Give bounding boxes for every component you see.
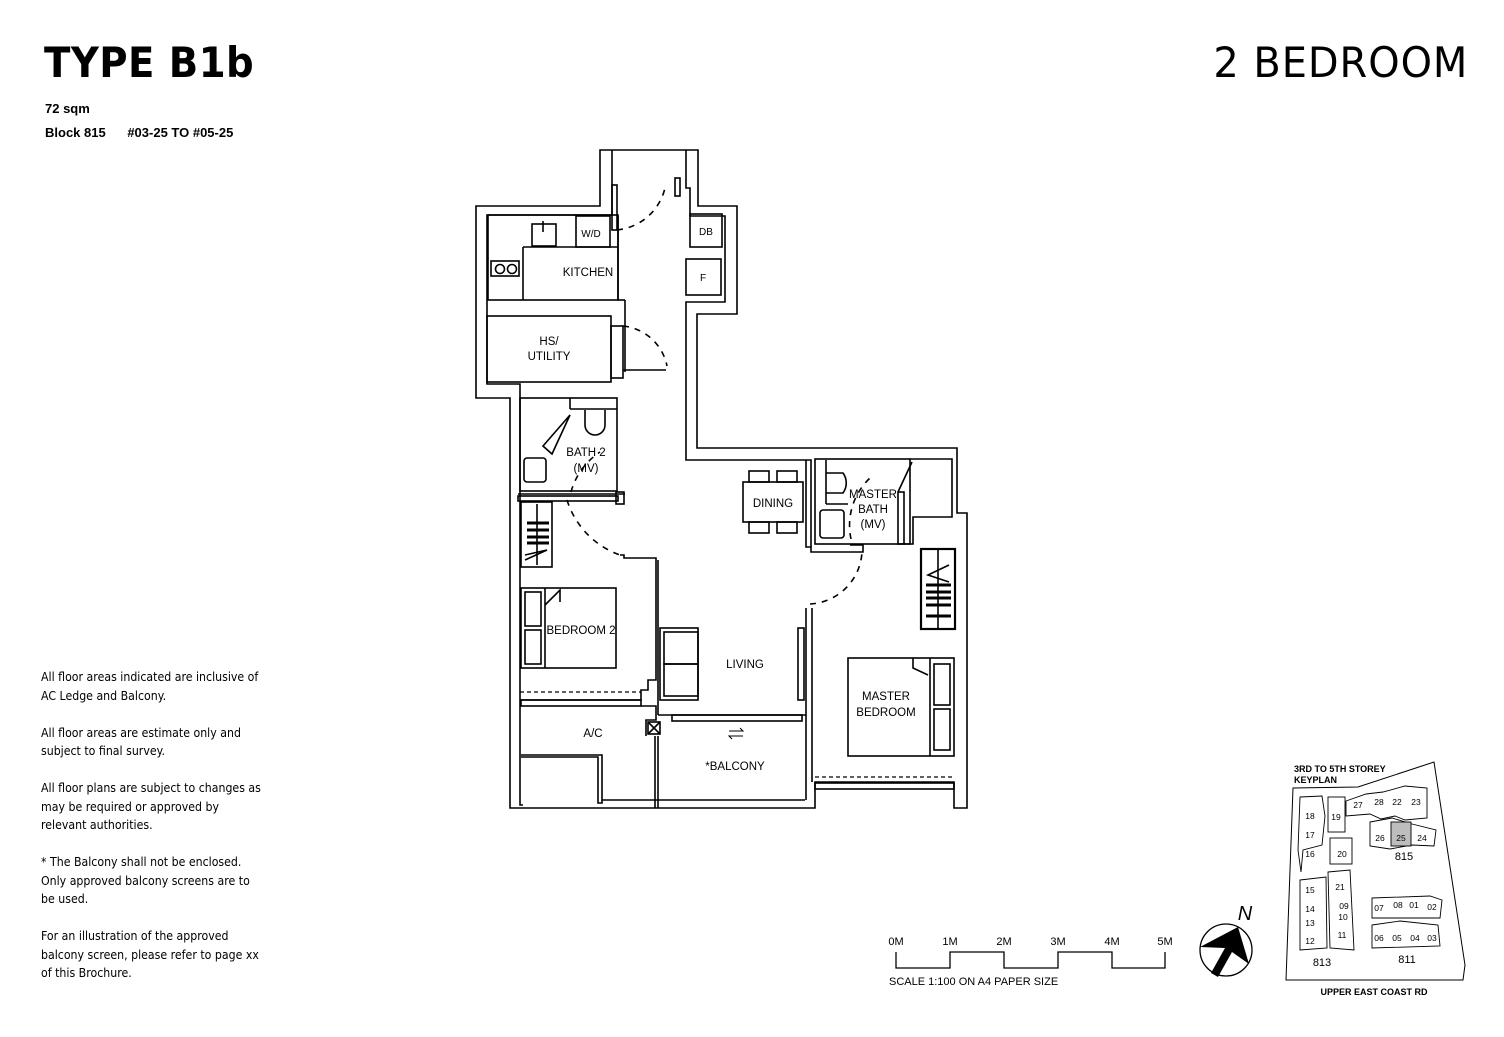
unit-range: #03-25 TO #05-25 xyxy=(127,125,234,140)
keyplan-unit: 07 xyxy=(1374,903,1384,913)
room-label-utility: UTILITY xyxy=(528,351,571,363)
keyplan-unit-highlighted: 25 xyxy=(1396,833,1406,843)
keyplan-unit: 14 xyxy=(1305,904,1315,914)
keyplan-unit: 11 xyxy=(1338,930,1347,940)
keyplan-unit: 03 xyxy=(1427,933,1437,943)
bed-bedroom2 xyxy=(520,587,617,669)
keyplan-unit: 15 xyxy=(1305,885,1315,895)
room-label-master-bath: MASTER xyxy=(849,489,897,501)
note: All floor areas indicated are inclusive … xyxy=(41,669,259,703)
room-label-living: LIVING xyxy=(726,659,764,671)
keyplan-block: 813 xyxy=(1313,957,1331,969)
room-label-bath2-mv: (MV) xyxy=(574,463,599,475)
keyplan-unit: 09 xyxy=(1339,901,1349,911)
room-label-hs: HS/ xyxy=(539,336,559,348)
keyplan-unit: 28 xyxy=(1374,797,1384,807)
keyplan: 3RD TO 5TH STOREY KEYPLAN 18 19 27 28 22… xyxy=(1285,761,1466,997)
keyplan-unit: 12 xyxy=(1305,936,1315,946)
room-label-bedroom2: BEDROOM 2 xyxy=(546,625,615,637)
keyplan-unit: 06 xyxy=(1374,933,1384,943)
keyplan-unit: 27 xyxy=(1353,800,1363,810)
keyplan-unit: 23 xyxy=(1411,797,1421,807)
room-label-master-bedroom-2: BEDROOM xyxy=(856,707,915,719)
room-label-master-bath-2: BATH xyxy=(858,504,888,516)
keyplan-road: UPPER EAST COAST RD xyxy=(1320,987,1428,997)
room-label-bath2: BATH 2 xyxy=(566,447,605,459)
room-label-wd: W/D xyxy=(581,229,600,240)
keyplan-unit: 16 xyxy=(1305,849,1315,859)
ac-riser xyxy=(647,721,661,735)
keyplan-unit: 13 xyxy=(1305,918,1315,928)
keyplan-block: 815 xyxy=(1395,851,1413,863)
scale-bar: 0M 1M 2M 3M 4M 5M SCALE 1:100 ON A4 PAPE… xyxy=(888,936,1172,988)
keyplan-unit: 26 xyxy=(1375,833,1385,843)
block-info: Block 815 #03-25 TO #05-25 xyxy=(45,125,233,140)
room-label-master-bedroom: MASTER xyxy=(862,691,910,703)
keyplan-unit: 24 xyxy=(1417,833,1427,843)
keyplan-unit: 17 xyxy=(1305,830,1315,840)
note: * The Balcony shall not be enclosed. Onl… xyxy=(41,854,250,906)
north-label: N xyxy=(1238,903,1253,925)
unit-type-title: 2 BEDROOM xyxy=(1213,38,1468,87)
scale-label: 4M xyxy=(1104,936,1119,948)
sink xyxy=(531,223,557,247)
db-cabinet xyxy=(689,213,723,248)
hob xyxy=(490,260,520,277)
keyplan-unit: 01 xyxy=(1409,900,1419,910)
keyplan-unit: 18 xyxy=(1305,811,1315,821)
room-label-dining: DINING xyxy=(753,498,793,510)
scale-caption: SCALE 1:100 ON A4 PAPER SIZE xyxy=(889,976,1058,988)
dining-table xyxy=(742,481,804,523)
keyplan-subtitle: KEYPLAN xyxy=(1294,775,1337,785)
keyplan-unit: 02 xyxy=(1427,902,1437,912)
keyplan-unit: 08 xyxy=(1393,900,1403,910)
keyplan-unit: 20 xyxy=(1337,849,1347,859)
wardrobe xyxy=(520,501,553,568)
keyplan-unit: 10 xyxy=(1338,912,1348,922)
scale-label: 5M xyxy=(1157,936,1172,948)
sliding-door-icon xyxy=(727,727,745,740)
keyplan-unit: 05 xyxy=(1392,933,1402,943)
note: All floor plans are subject to changes a… xyxy=(41,780,261,832)
master-bath xyxy=(814,458,911,545)
bath2 xyxy=(519,397,618,492)
room-label-db: DB xyxy=(699,227,713,238)
scale-label: 1M xyxy=(942,936,957,948)
hs-utility xyxy=(486,315,612,383)
fridge xyxy=(685,258,722,296)
bed-master xyxy=(847,657,955,757)
north-arrow-icon: N xyxy=(1199,903,1253,977)
room-label-kitchen: KITCHEN xyxy=(563,267,613,279)
keyplan-title: 3RD TO 5TH STOREY xyxy=(1294,764,1386,774)
floor-area: 72 sqm xyxy=(45,101,90,116)
note: For an illustration of the approved balc… xyxy=(41,928,259,980)
scale-label: 3M xyxy=(1050,936,1065,948)
washer-dryer xyxy=(575,215,611,248)
type-title: TYPE B1b xyxy=(44,38,255,87)
master-wardrobe xyxy=(919,547,957,631)
notes: All floor areas indicated are inclusive … xyxy=(41,668,261,1001)
keyplan-unit: 21 xyxy=(1335,882,1345,892)
block-number: Block 815 xyxy=(45,125,106,140)
keyplan-unit: 22 xyxy=(1392,797,1402,807)
keyplan-unit: 19 xyxy=(1331,812,1341,822)
kitchen-counter xyxy=(487,214,619,301)
keyplan-block: 811 xyxy=(1398,954,1416,966)
room-label-master-bath-mv: (MV) xyxy=(861,519,886,531)
scale-label: 0M xyxy=(888,936,903,948)
outer-wall xyxy=(475,149,968,809)
room-label-balcony: *BALCONY xyxy=(705,761,765,773)
scale-label: 2M xyxy=(996,936,1011,948)
keyplan-unit: 04 xyxy=(1410,933,1420,943)
room-label-ac: A/C xyxy=(583,728,602,740)
room-label-fridge: F xyxy=(700,273,706,284)
note: All floor areas are estimate only and su… xyxy=(41,724,241,759)
